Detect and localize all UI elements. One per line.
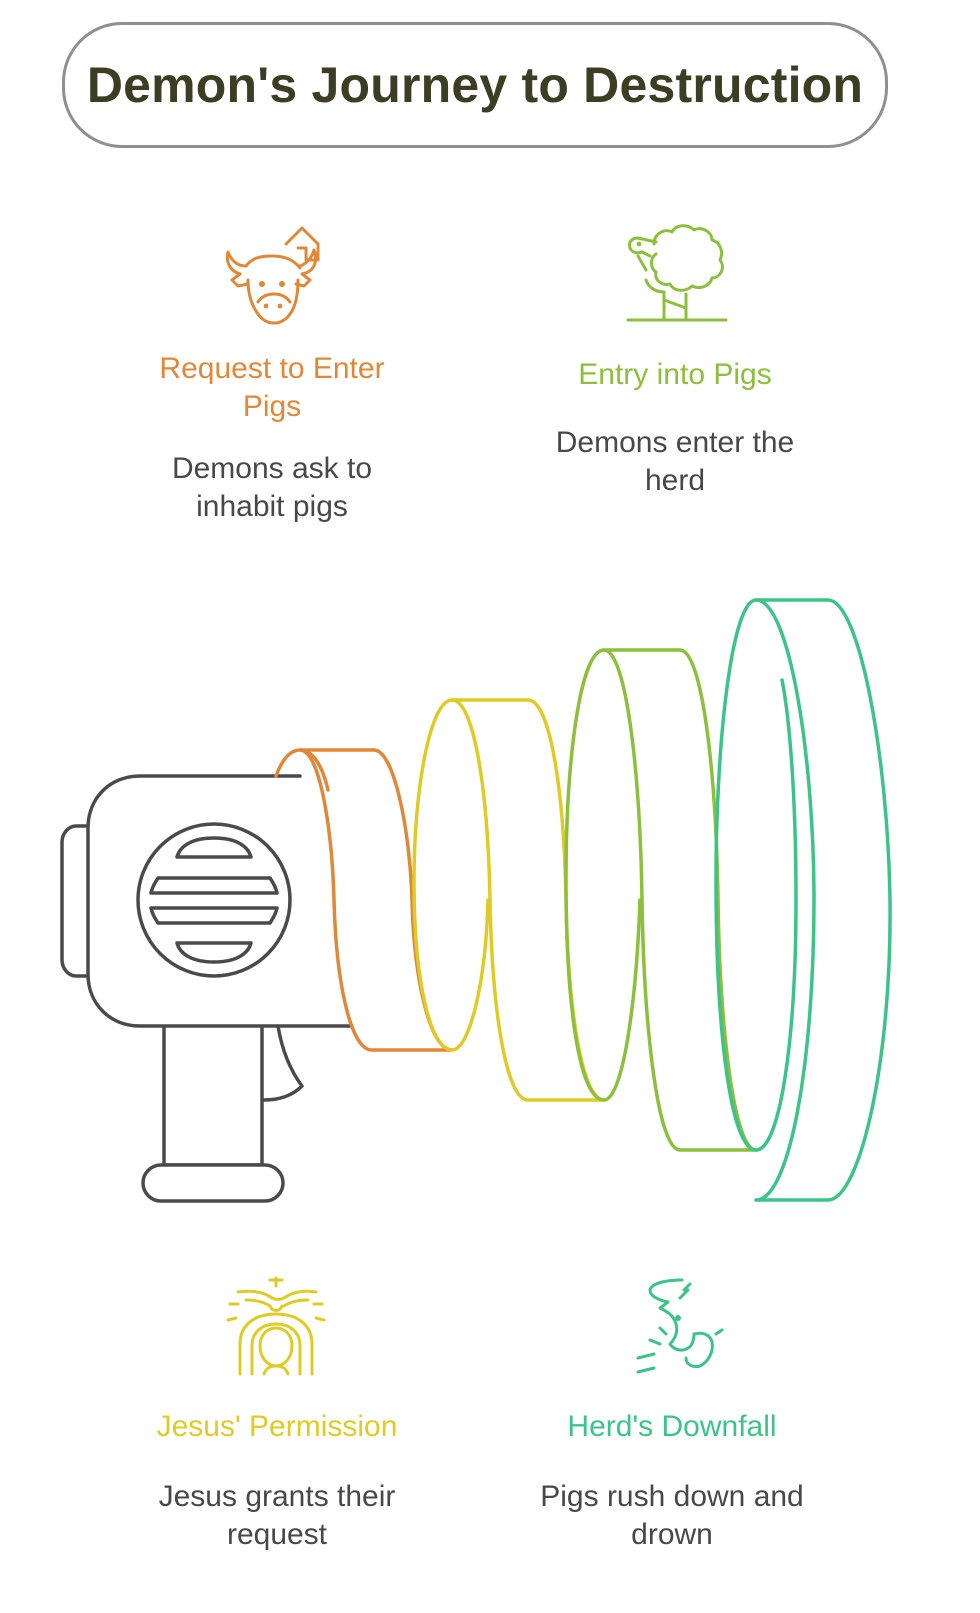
step-1-heading: Request to Enter Pigs	[159, 352, 385, 423]
megaphone-trigger	[262, 1024, 304, 1102]
title-box: Demon's Journey to Destruction	[62, 22, 888, 148]
step-3-heading: Jesus' Permission	[156, 1410, 398, 1443]
sheep-grazing-icon	[626, 224, 728, 322]
step-4-desc: Pigs rush down and drown	[540, 1480, 804, 1551]
megaphone-body	[86, 774, 354, 1028]
megaphone-handle	[162, 1024, 264, 1167]
step-2-desc: Demons enter the herd	[555, 426, 795, 497]
page-title: Demon's Journey to Destruction	[86, 57, 864, 113]
speaker-grill-icon	[136, 822, 292, 978]
step-4-heading: Herd's Downfall	[567, 1410, 777, 1443]
ring-green	[714, 598, 892, 1202]
step-4-block: Herd's Downfall Pigs rush down and drown	[522, 1408, 822, 1554]
step-2-block: Entry into Pigs Demons enter the herd	[540, 356, 810, 500]
step-3-desc: Jesus grants their request	[158, 1480, 396, 1551]
megaphone-base	[141, 1163, 285, 1203]
step-1-block: Request to Enter Pigs Demons ask to inha…	[142, 350, 402, 526]
megaphone-knob	[60, 824, 90, 978]
step-3-block: Jesus' Permission Jesus grants their req…	[132, 1408, 422, 1554]
cow-barn-icon	[225, 226, 320, 325]
jesus-dove-icon	[226, 1276, 326, 1376]
step-2-heading: Entry into Pigs	[578, 358, 772, 391]
step-1-desc: Demons ask to inhabit pigs	[171, 452, 373, 523]
animal-drowning-icon	[636, 1278, 724, 1374]
